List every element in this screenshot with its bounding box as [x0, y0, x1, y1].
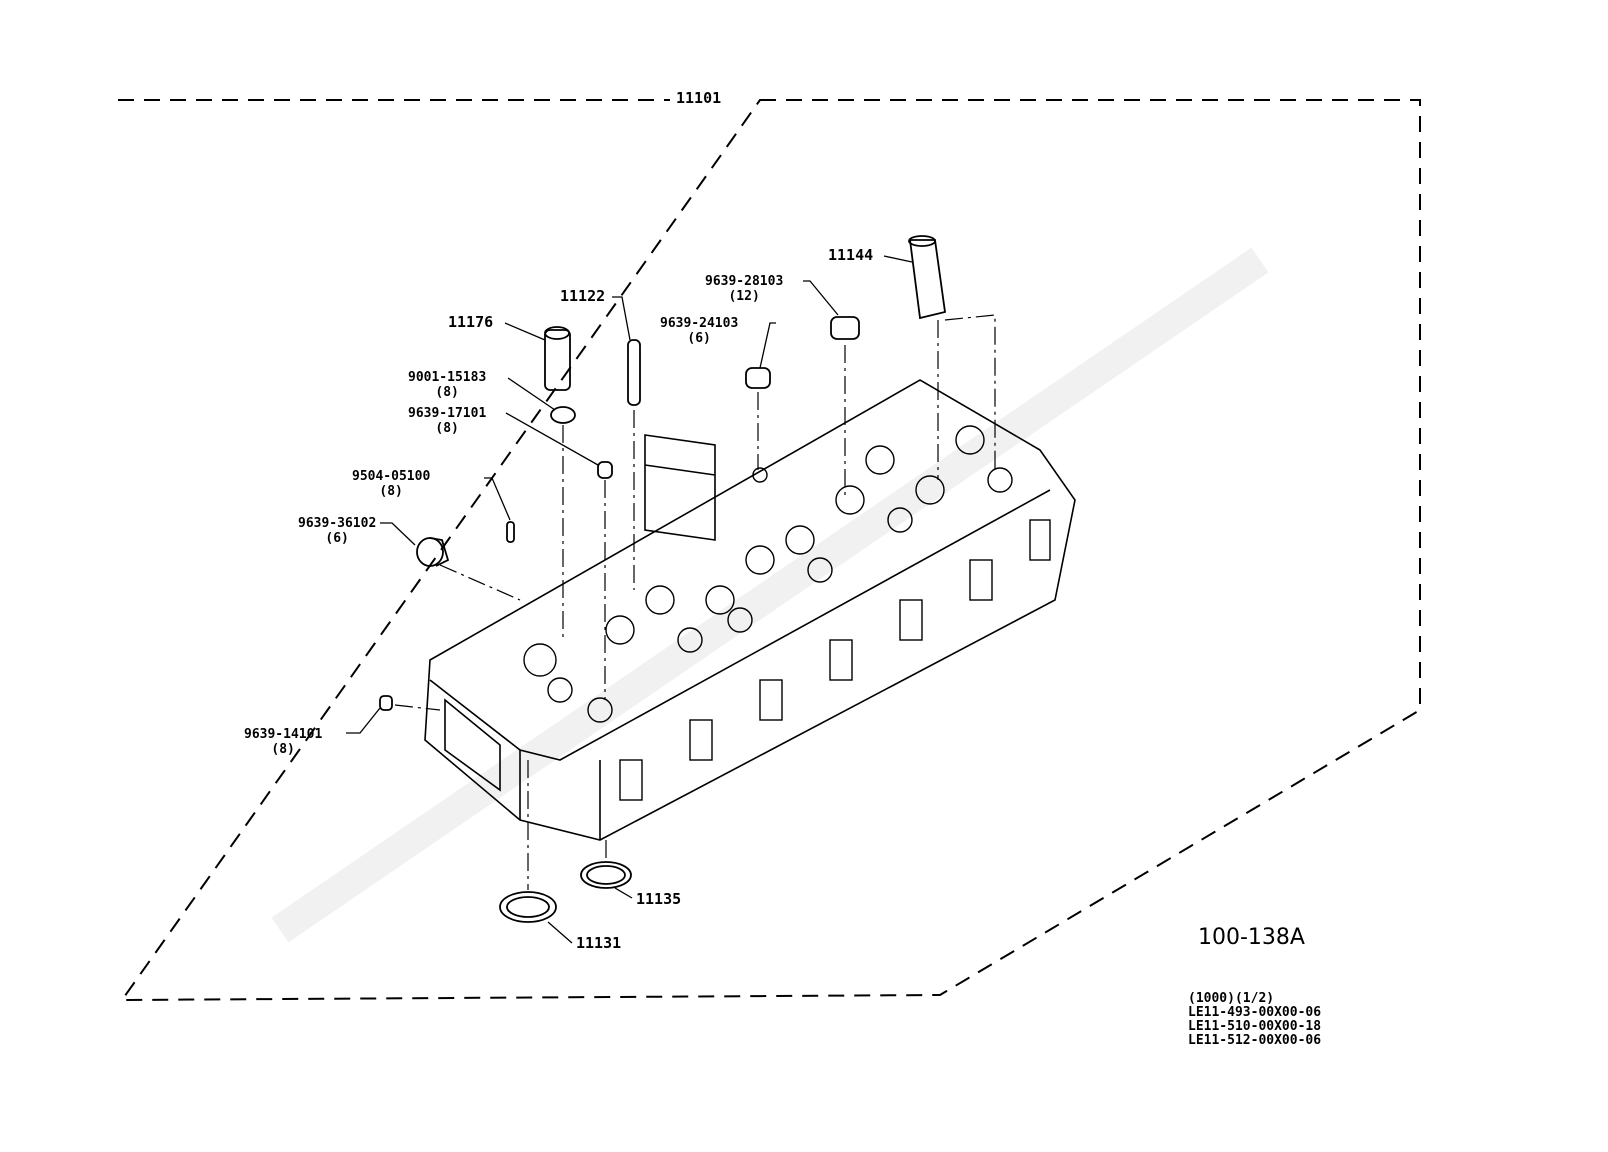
part-qty: (6): [687, 331, 711, 346]
part-id: 9639-24103: [660, 316, 739, 331]
part-id: 9504-05100: [352, 469, 431, 484]
footer-line: LE11-510-00X00-18: [1188, 1019, 1322, 1034]
footer-line: LE11-512-00X00-06: [1188, 1033, 1322, 1048]
part-qty: (8): [435, 385, 459, 400]
centerlines: [394, 314, 996, 890]
part-id: 9639-17101: [408, 406, 487, 421]
part-id: 11131: [576, 934, 622, 952]
part-id: 11122: [560, 287, 606, 305]
assembly-label: 11101: [670, 91, 728, 106]
part-id: 9639-28103: [705, 274, 784, 289]
part-label-9639-28103: 9639-28103(12): [705, 274, 783, 304]
part-label-9639-36102: 9639-36102(6): [298, 516, 376, 546]
part-id: 9001-15183: [408, 370, 487, 385]
part-label-9504-05100: 9504-05100(8): [352, 469, 430, 499]
part-qty: (6): [325, 531, 349, 546]
part-qty: (8): [379, 484, 403, 499]
leader-lines: [346, 255, 913, 944]
footer-line: LE11-493-00X00-06: [1188, 1005, 1322, 1020]
part-id: 9639-14101: [244, 727, 323, 742]
assembly-boundary: [118, 99, 1421, 1002]
part-qty: (8): [271, 742, 295, 757]
part-qty: (12): [728, 289, 760, 304]
part-label-9639-24103: 9639-24103(6): [660, 316, 738, 346]
part-id: 11135: [636, 890, 682, 908]
part-id: 9639-36102: [298, 516, 377, 531]
parts: [379, 235, 947, 923]
footer-block: (1000)(1/2) LE11-493-00X00-06 LE11-510-0…: [1188, 992, 1321, 1048]
part-id: 11176: [448, 313, 494, 331]
cylinder-head: [424, 379, 1076, 841]
part-qty: (8): [435, 421, 459, 436]
part-label-9639-17101: 9639-17101(8): [408, 406, 486, 436]
part-label-9639-14101: 9639-14101(8): [244, 727, 322, 757]
part-label-11122: 11122: [560, 289, 605, 304]
part-label-11144: 11144: [828, 248, 873, 263]
part-id: 11144: [828, 246, 874, 264]
part-label-11176: 11176: [448, 315, 493, 330]
watermark: [271, 247, 1269, 943]
part-label-11131: 11131: [576, 936, 621, 951]
footer-line: (1000)(1/2): [1188, 991, 1275, 1006]
part-label-9001-15183: 9001-15183(8): [408, 370, 486, 400]
part-label-11135: 11135: [636, 892, 681, 907]
figure-code: 100-138A: [1198, 925, 1305, 950]
